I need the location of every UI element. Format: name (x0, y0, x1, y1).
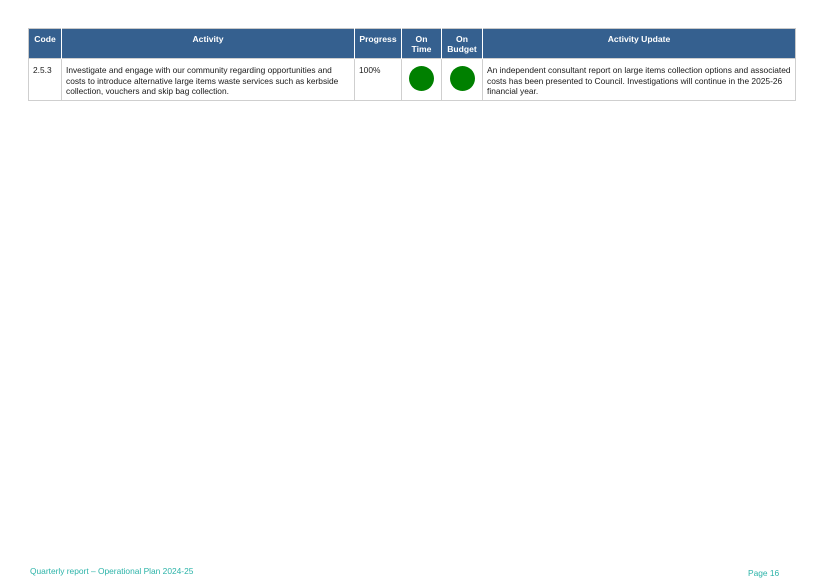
header-code: Code (28, 28, 62, 59)
cell-code: 2.5.3 (28, 58, 62, 101)
header-on-time: On Time (401, 28, 442, 59)
footer-report-title: Quarterly report – Operational Plan 2024… (30, 566, 194, 576)
footer-page-number: Page 16 (748, 568, 780, 578)
on-time-status-icon (409, 66, 434, 91)
header-progress: Progress (354, 28, 402, 59)
cell-activity: Investigate and engage with our communit… (61, 58, 355, 101)
cell-on-time (401, 58, 442, 101)
cell-activity-update: An independent consultant report on larg… (482, 58, 796, 101)
header-activity-update: Activity Update (482, 28, 796, 59)
activity-report-table: Code Activity Progress On Time On Budget… (28, 28, 796, 101)
table-header-row: Code Activity Progress On Time On Budget… (28, 28, 796, 59)
cell-progress: 100% (354, 58, 402, 101)
header-on-budget: On Budget (441, 28, 483, 59)
table-row: 2.5.3 Investigate and engage with our co… (28, 58, 796, 101)
cell-on-budget (441, 58, 483, 101)
on-budget-status-icon (449, 66, 475, 91)
header-activity: Activity (61, 28, 355, 59)
